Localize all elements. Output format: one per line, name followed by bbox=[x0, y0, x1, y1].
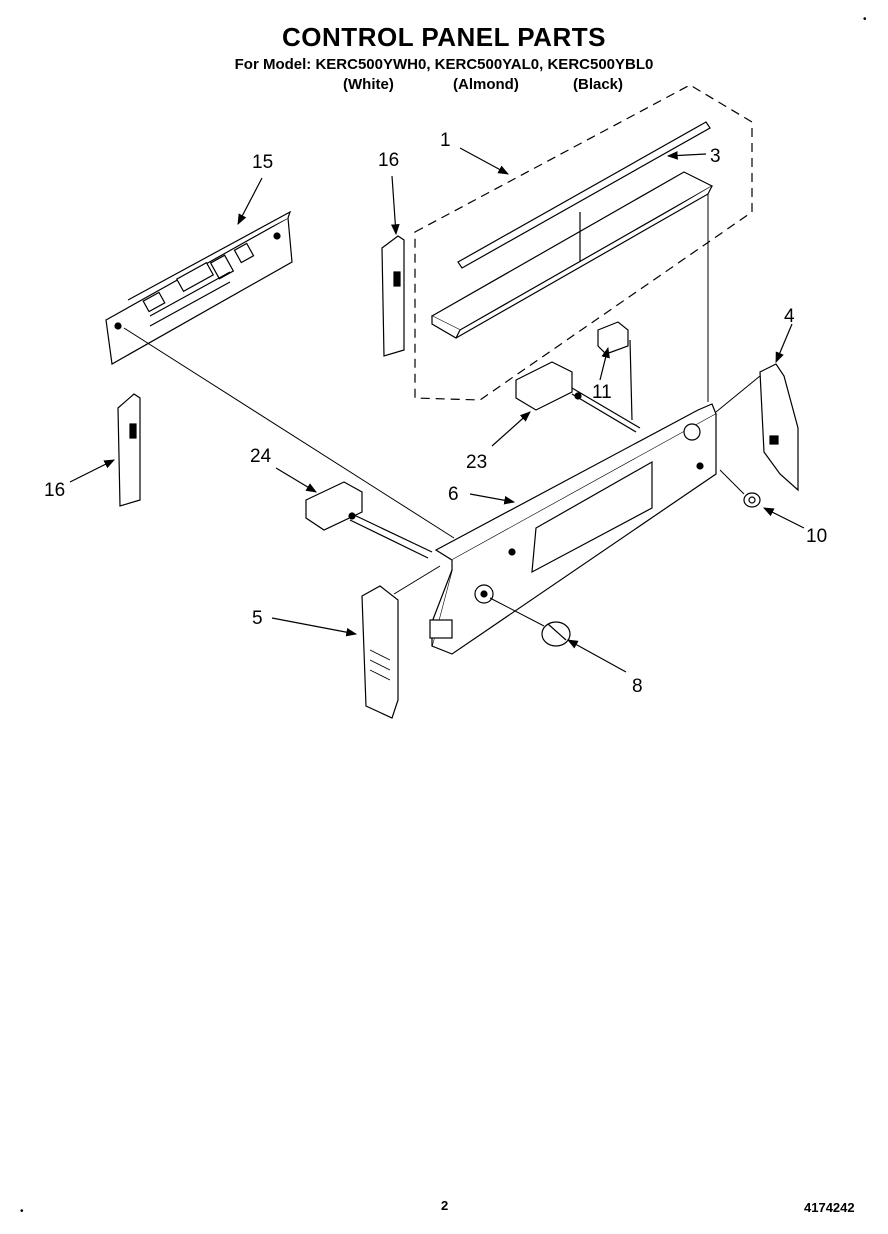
callout-10: 10 bbox=[806, 526, 827, 547]
color-label-almond: (Almond) bbox=[453, 76, 519, 93]
assembly-leader-lines bbox=[123, 194, 761, 627]
color-label-white: (White) bbox=[343, 76, 394, 93]
part-10-bushing bbox=[743, 492, 761, 508]
callout-11: 11 bbox=[592, 382, 612, 403]
callout-16-lower: 16 bbox=[44, 480, 65, 501]
callout-24: 24 bbox=[250, 446, 272, 467]
callout-1: 1 bbox=[440, 130, 451, 151]
document-number: 4174242 bbox=[804, 1200, 855, 1215]
part-24-infinite-switch bbox=[305, 481, 433, 559]
scan-speck-top: • bbox=[863, 14, 867, 25]
model-numbers: For Model: KERC500YWH0, KERC500YAL0, KER… bbox=[234, 56, 654, 73]
part-23-infinite-switch bbox=[515, 361, 641, 433]
part-6-control-panel bbox=[429, 403, 717, 655]
callout-15: 15 bbox=[252, 152, 273, 173]
callout-3: 3 bbox=[710, 146, 721, 167]
callout-6: 6 bbox=[448, 484, 459, 505]
color-label-black: (Black) bbox=[573, 76, 624, 93]
part-3-trim-strip bbox=[457, 121, 711, 269]
part-5-end-cap bbox=[361, 585, 399, 719]
callout-23: 23 bbox=[466, 452, 487, 473]
part-8-knob bbox=[541, 621, 571, 647]
part-4-end-bracket bbox=[759, 363, 799, 492]
part-15-control-overlay bbox=[105, 210, 293, 365]
part-16-side-strip-upper bbox=[381, 235, 405, 357]
scan-speck-bottom: • bbox=[20, 1206, 24, 1217]
callout-4: 4 bbox=[784, 306, 795, 327]
callout-5: 5 bbox=[252, 608, 263, 629]
part-1-front-trim bbox=[430, 171, 714, 339]
part-16-side-strip-lower bbox=[117, 393, 141, 507]
callout-16-upper: 16 bbox=[378, 150, 399, 171]
callout-8: 8 bbox=[632, 676, 643, 697]
part-11-switch bbox=[597, 321, 633, 421]
callout-arrows bbox=[69, 147, 805, 673]
page-title: CONTROL PANEL PARTS bbox=[282, 22, 606, 52]
page-number: 2 bbox=[441, 1198, 449, 1213]
